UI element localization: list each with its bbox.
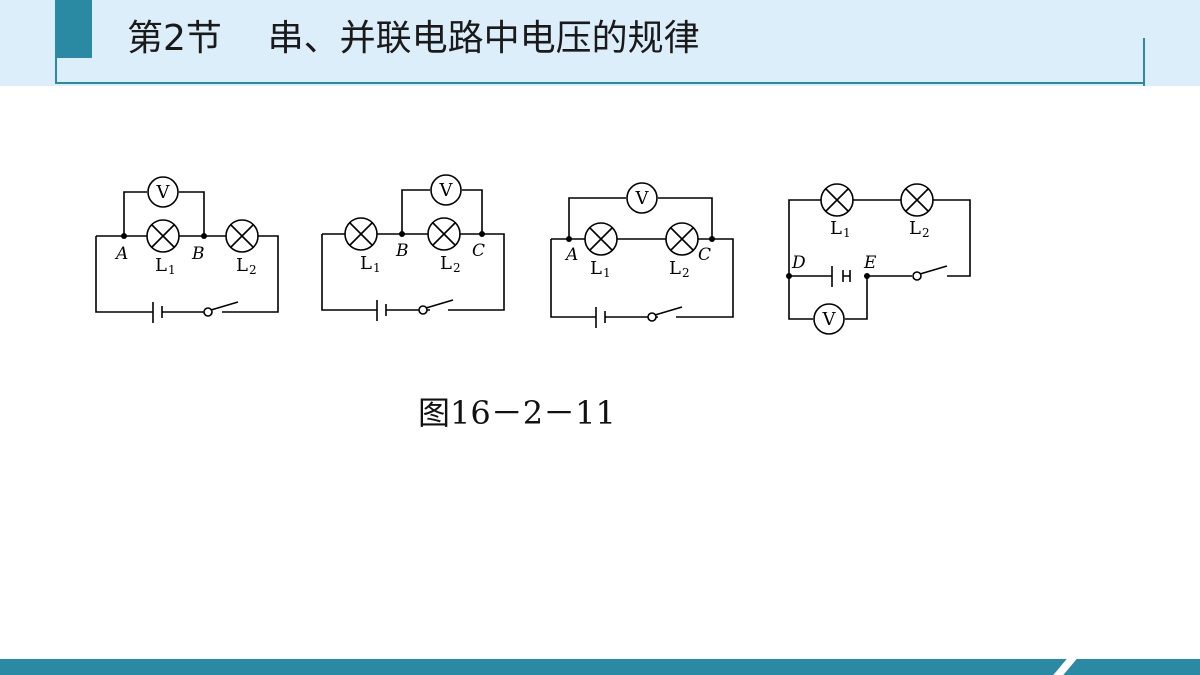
svg-text:L: L — [590, 258, 602, 279]
svg-text:1: 1 — [373, 261, 381, 275]
svg-text:V: V — [439, 180, 454, 201]
voltmeter: V — [813, 303, 845, 335]
voltmeter: V — [147, 176, 179, 208]
svg-text:L: L — [830, 218, 842, 239]
circuit-1: V A B L 1 L 2 — [95, 176, 279, 323]
svg-text:2: 2 — [453, 261, 461, 275]
footer-stripe — [0, 659, 1200, 675]
voltmeter: V — [430, 174, 462, 206]
lamp-l1 — [820, 183, 854, 217]
svg-text:L: L — [440, 253, 452, 274]
header-bar: 第2节 串、并联电路中电压的规律 — [0, 0, 1200, 86]
lamp-l1 — [146, 219, 180, 253]
figure-caption: 图16－2－11 — [418, 394, 616, 432]
header-frame-right — [1143, 38, 1145, 86]
svg-text:L: L — [236, 255, 248, 276]
svg-text:L: L — [155, 255, 167, 276]
svg-text:A: A — [564, 245, 578, 265]
svg-text:1: 1 — [603, 266, 611, 280]
svg-text:L: L — [669, 258, 681, 279]
lamp-l2 — [900, 183, 934, 217]
svg-text:1: 1 — [168, 263, 176, 277]
header-frame — [55, 0, 1145, 84]
header-accent-block — [55, 0, 92, 58]
lamp-l2 — [665, 222, 699, 256]
circuit-diagrams: V A B L 1 L 2 V — [95, 174, 971, 335]
lamp-l1 — [344, 217, 378, 251]
voltmeter: V — [626, 182, 658, 214]
svg-text:2: 2 — [249, 263, 257, 277]
svg-text:C: C — [698, 245, 711, 265]
svg-text:L: L — [360, 253, 372, 274]
svg-text:V: V — [822, 309, 837, 330]
lamp-l2 — [225, 219, 259, 253]
svg-text:A: A — [114, 244, 128, 264]
circuit-4: V L 1 L 2 D E — [786, 183, 971, 335]
lamp-l2 — [427, 217, 461, 251]
svg-text:C: C — [472, 241, 485, 261]
svg-text:E: E — [863, 253, 877, 273]
svg-text:V: V — [156, 182, 171, 203]
circuit-3: V A L 1 L 2 C — [550, 182, 734, 328]
lamp-l1 — [584, 222, 618, 256]
svg-text:B: B — [395, 241, 409, 261]
svg-text:D: D — [791, 253, 806, 273]
svg-text:2: 2 — [922, 226, 930, 240]
footer-bar — [0, 659, 1200, 675]
svg-text:1: 1 — [843, 226, 851, 240]
svg-text:2: 2 — [682, 266, 690, 280]
page-title: 第2节 串、并联电路中电压的规律 — [127, 18, 700, 59]
svg-text:B: B — [191, 244, 205, 264]
svg-text:L: L — [909, 218, 921, 239]
circuit-2: V L 1 B L 2 C — [321, 174, 505, 321]
svg-text:V: V — [635, 188, 650, 209]
